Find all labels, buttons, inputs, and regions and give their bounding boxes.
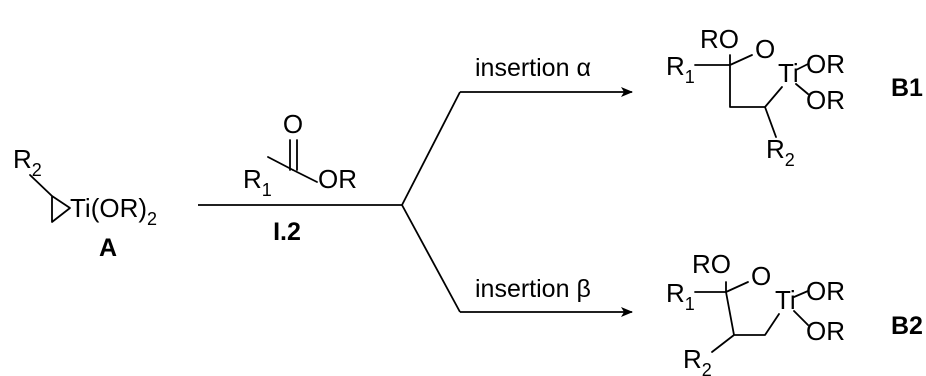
b2-ti: Ti: [775, 285, 796, 315]
b2-ro: RO: [692, 249, 731, 279]
reagent-i2-label: I.2: [273, 218, 301, 246]
c-or-bond: [292, 169, 318, 183]
reagent-i2: O R1 OR I.2: [243, 109, 357, 246]
b1-ro: RO: [700, 24, 739, 54]
reactant-a: R2 Ti(OR)2 A: [13, 144, 157, 262]
reagent-or: OR: [318, 164, 357, 194]
b2-ring-o: O: [751, 261, 771, 291]
b2-or-lower: OR: [806, 316, 845, 346]
c-r1-bond: [267, 156, 294, 171]
reagent-r1: R1: [243, 164, 272, 200]
condition-insertion-alpha: insertion α: [475, 54, 591, 82]
product-b2: RO R1 O Ti OR OR R2 B2: [666, 249, 923, 376]
b1-r1: R1: [666, 51, 695, 87]
b1-ring-o: O: [755, 34, 775, 64]
b1-or-lower: OR: [806, 85, 845, 115]
product-b1: RO R1 O Ti OR OR R2 B1: [666, 24, 923, 170]
branch-down-line: [401, 204, 461, 313]
b2-r1: R1: [666, 278, 695, 314]
b1-r2: R2: [766, 134, 795, 170]
branch-up-line: [401, 91, 461, 206]
reactant-a-label: A: [99, 234, 117, 262]
condition-insertion-beta: insertion β: [475, 275, 591, 303]
b2-ring-bonds: [694, 281, 809, 353]
b1-ti: Ti: [778, 58, 799, 88]
reaction-arrows: insertion α insertion β: [198, 54, 633, 317]
b2-label: B2: [891, 312, 923, 340]
reactant-a-r2: R2: [13, 144, 42, 180]
b2-or-upper: OR: [806, 276, 845, 306]
reactant-a-ti-or2: Ti(OR)2: [70, 193, 157, 229]
b2-r2: R2: [683, 344, 712, 376]
b1-ring-bonds: [694, 54, 809, 138]
b1-or-upper: OR: [806, 49, 845, 79]
cyclopropane-ring-bonds: [29, 174, 71, 223]
b1-label: B1: [891, 74, 923, 102]
reagent-carbonyl-o: O: [283, 109, 303, 139]
